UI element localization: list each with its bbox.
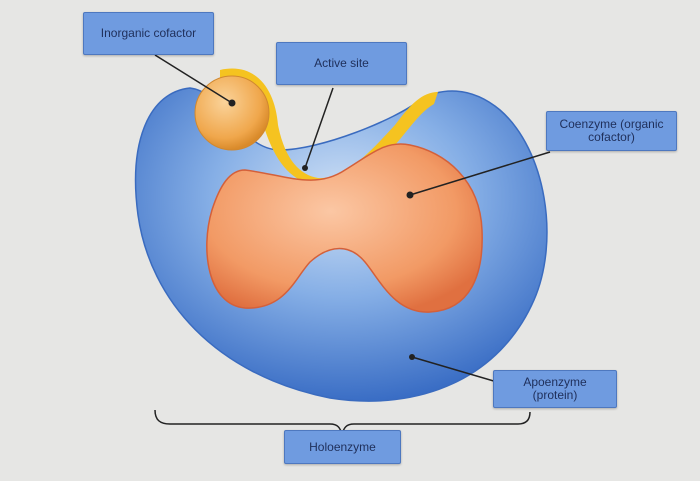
leader-inorganic-cofactor bbox=[154, 54, 233, 104]
label-apoenzyme: Apoenzyme (protein) bbox=[493, 370, 617, 408]
coenzyme-shape bbox=[206, 143, 483, 313]
dot-apoenzyme bbox=[409, 354, 415, 360]
label-active-site: Active site bbox=[276, 42, 407, 85]
leader-apoenzyme bbox=[411, 356, 498, 383]
dot-coenzyme bbox=[406, 191, 414, 199]
inorganic-cofactor-shape bbox=[194, 75, 270, 151]
dot-active-site bbox=[302, 165, 308, 171]
leader-coenzyme bbox=[409, 151, 551, 196]
leader-active-site bbox=[304, 87, 334, 169]
label-coenzyme: Coenzyme (organic cofactor) bbox=[546, 111, 677, 151]
dot-inorganic-cofactor bbox=[228, 99, 236, 107]
leader-lines bbox=[154, 54, 551, 383]
label-inorganic-cofactor: Inorganic cofactor bbox=[83, 12, 214, 55]
label-holoenzyme: Holoenzyme bbox=[284, 430, 401, 464]
leader-dots bbox=[228, 99, 415, 360]
